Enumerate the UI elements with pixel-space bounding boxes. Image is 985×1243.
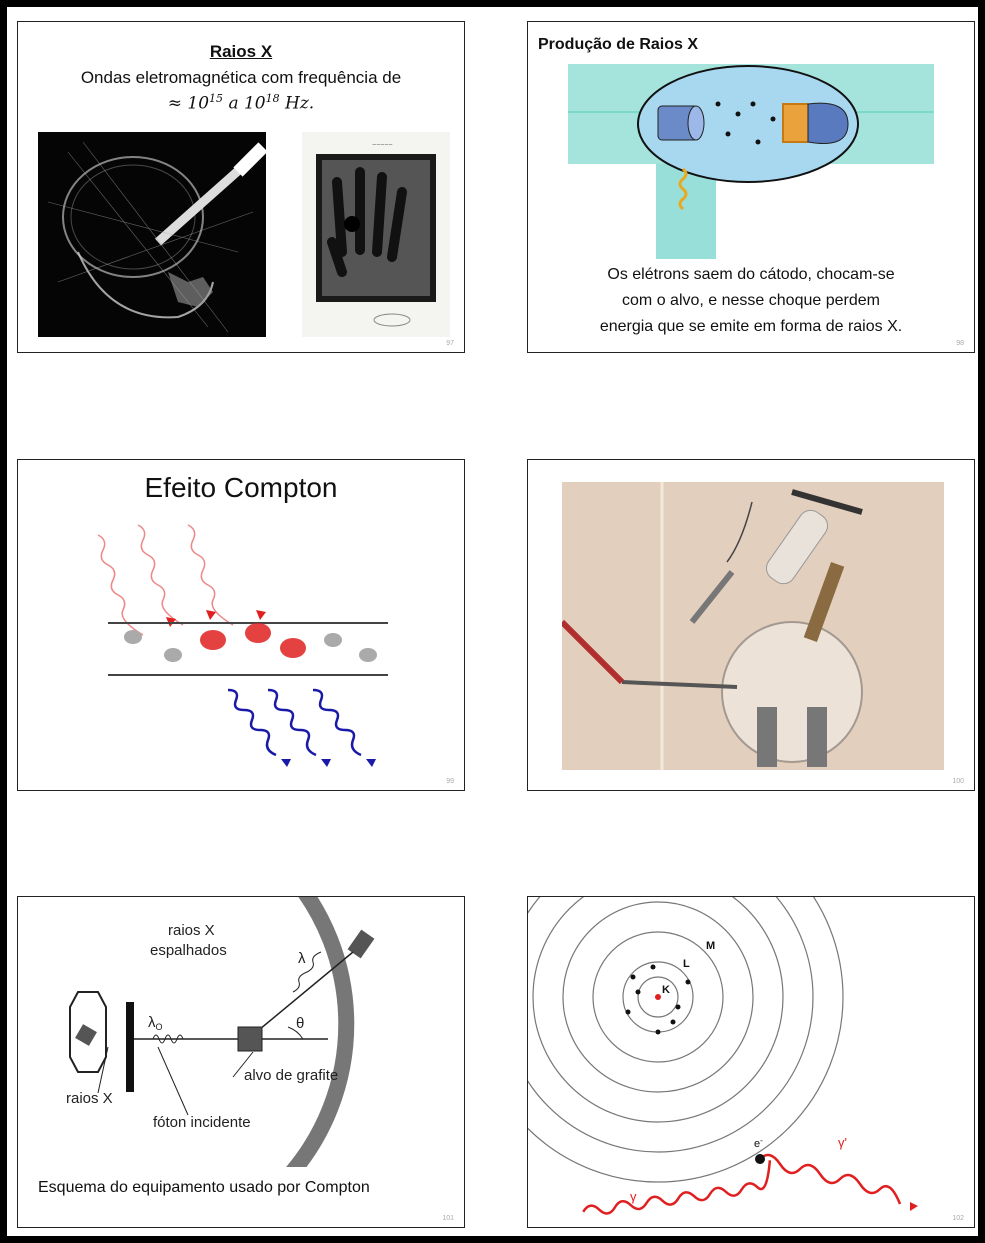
shell-m-label: M — [706, 940, 715, 952]
slide-caption: Os elétrons saem do cátodo, chocam-se co… — [528, 262, 974, 340]
source-label: raios X — [66, 1090, 113, 1107]
slide-number: 97 — [446, 340, 454, 347]
gamma-out-label: γ' — [838, 1135, 847, 1150]
photon-label: fóton incidente — [153, 1114, 251, 1131]
slide-number: 102 — [952, 1215, 964, 1222]
theta-label: θ — [296, 1015, 304, 1032]
slide-raios-x: Raios X Ondas eletromagnética com frequê… — [17, 21, 465, 353]
slide-caption: Esquema do equipamento usado por Compton — [38, 1179, 370, 1197]
gamma-in-label: γ — [630, 1189, 637, 1204]
slide-compton-apparatus: raios X espalhados λ λO θ alvo de grafit… — [17, 896, 465, 1228]
slide-title: Efeito Compton — [18, 472, 464, 504]
lambda0-label: λO — [148, 1014, 163, 1032]
slide-number: 101 — [442, 1215, 454, 1222]
compton-apparatus-diagram: raios X espalhados λ λO θ alvo de grafit… — [18, 897, 463, 1167]
document-page: Raios X Ondas eletromagnética com frequê… — [7, 7, 978, 1236]
shell-l-label: L — [683, 958, 690, 970]
slide-producao-raios-x: Produção de Raios X Os elétrons saem do … — [527, 21, 975, 353]
slide-number: 100 — [952, 778, 964, 785]
slide-number: 98 — [956, 340, 964, 347]
xray-tube-diagram — [568, 64, 934, 259]
slide-number: 99 — [446, 778, 454, 785]
scattered-label-1: raios X — [168, 922, 215, 939]
shell-k-label: K — [662, 984, 670, 996]
scattered-label-2: espalhados — [150, 942, 227, 959]
xray-hand-image: ~~~~~ — [302, 132, 450, 337]
slide-crookes-tube-photo: 100 — [527, 459, 975, 791]
frequency-formula: ≈ 1015 a 1018 Hz. — [18, 92, 464, 114]
compton-effect-diagram — [78, 515, 408, 770]
slide-atomic-shells: K L M e- γ γ' 102 — [527, 896, 975, 1228]
electron-label: e- — [754, 1136, 763, 1150]
slide-efeito-compton: Efeito Compton 99 — [17, 459, 465, 791]
slide-title: Raios X — [18, 42, 464, 62]
xray-skull-image — [38, 132, 266, 337]
target-label: alvo de grafite — [244, 1067, 338, 1084]
slide-title: Produção de Raios X — [538, 36, 698, 54]
lambda-label: λ — [298, 950, 306, 967]
svg-text:~~~~~: ~~~~~ — [372, 142, 392, 149]
vacuum-tube-photo — [562, 482, 944, 770]
atomic-shell-diagram: K L M e- γ γ' — [528, 897, 973, 1227]
slide-subtitle: Ondas eletromagnética com frequência de — [18, 68, 464, 88]
